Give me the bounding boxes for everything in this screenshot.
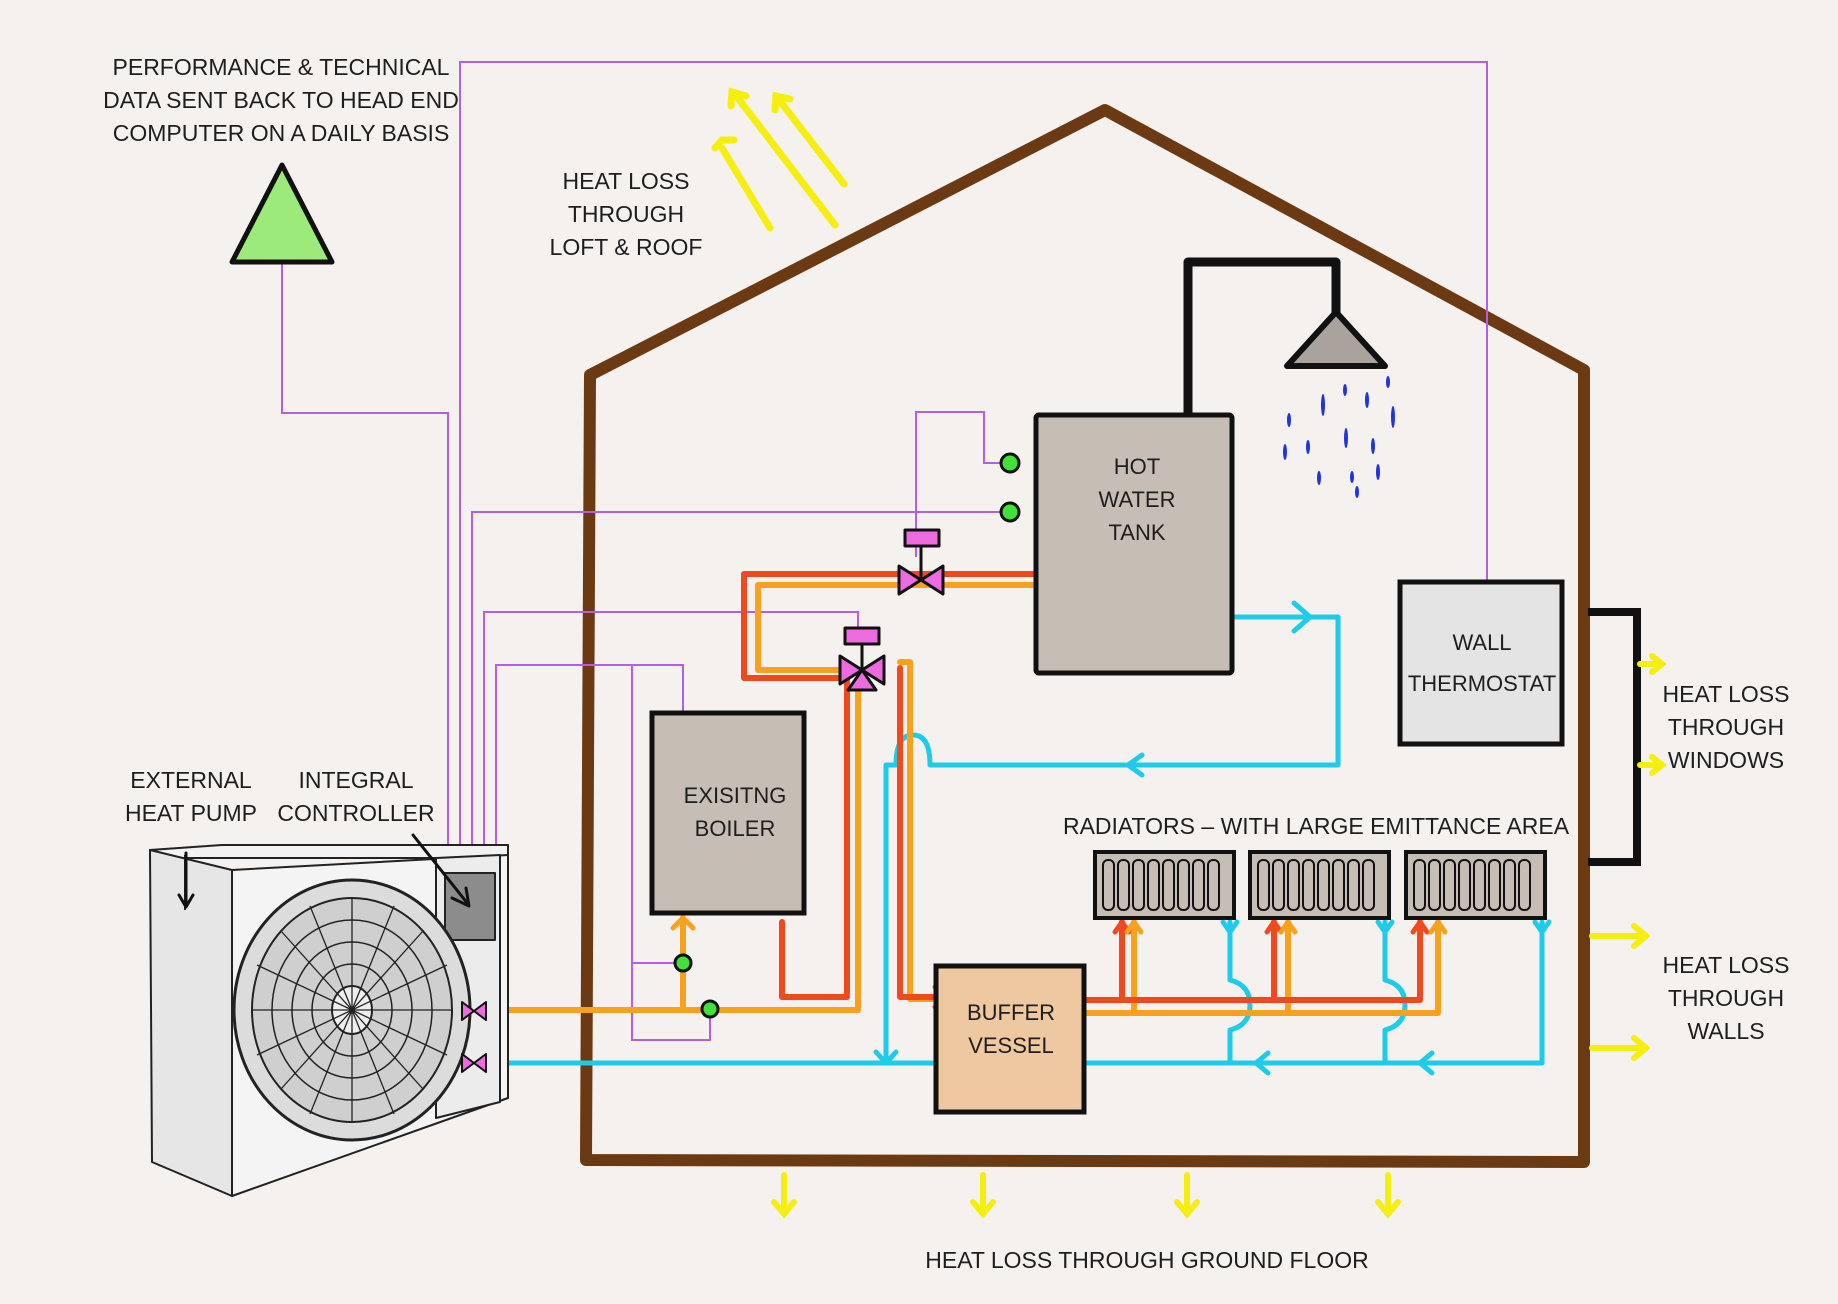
- external-heat-pump: [149, 844, 509, 1197]
- house-outline: [580, 104, 1590, 1168]
- thermostat-label-line-1: WALL: [1452, 630, 1511, 655]
- existing-boiler: [649, 710, 807, 916]
- control-wiring: [281, 61, 1488, 1041]
- heat-loss-roof-arrows: [711, 87, 848, 232]
- wall-thermostat: [1397, 579, 1565, 747]
- performance-label: PERFORMANCE & TECHNICAL DATA SENT BACK T…: [103, 54, 459, 146]
- performance-label-line-2: DATA SENT BACK TO HEAD END: [103, 87, 459, 113]
- performance-label-line-1: PERFORMANCE & TECHNICAL: [113, 54, 450, 80]
- external-heat-pump-label: EXTERNAL HEAT PUMP: [125, 767, 257, 826]
- windows-label-line-1: HEAT LOSS: [1663, 681, 1790, 707]
- flow-pipework: [443, 571, 1545, 1066]
- heat-pump-label-line-1: EXTERNAL: [130, 767, 252, 793]
- windows-label-line-3: WINDOWS: [1668, 747, 1784, 773]
- heat-loss-walls-label: HEAT LOSS THROUGH WALLS: [1663, 952, 1790, 1044]
- buffer-label-line-2: VESSEL: [968, 1033, 1054, 1058]
- heat-loss-arrows: [771, 653, 1667, 1219]
- heat-loss-windows-label: HEAT LOSS THROUGH WINDOWS: [1663, 681, 1790, 773]
- radiators-label: RADIATORS – WITH LARGE EMITTANCE AREA: [1063, 813, 1570, 839]
- fan-icon: [232, 878, 472, 1142]
- window-bracket: [1588, 608, 1641, 866]
- heat-loss-roof-line-3: LOFT & ROOF: [550, 234, 703, 260]
- tank-label-line-1: HOT: [1114, 454, 1160, 479]
- wall-thermostat-label: WALL THERMOSTAT: [1408, 630, 1556, 696]
- antenna-icon: [229, 162, 335, 265]
- heat-loss-floor-label: HEAT LOSS THROUGH GROUND FLOOR: [925, 1247, 1368, 1273]
- boiler-label-line-1: EXISITNG: [684, 783, 787, 808]
- sensor-icon: [999, 452, 1021, 523]
- tank-label-line-2: WATER: [1099, 487, 1176, 512]
- walls-label-line-2: THROUGH: [1668, 985, 1784, 1011]
- hot-water-tank-label: HOT WATER TANK: [1099, 454, 1176, 545]
- walls-label-line-3: WALLS: [1687, 1018, 1764, 1044]
- tank-label-line-3: TANK: [1108, 520, 1165, 545]
- valve-icon: [838, 528, 945, 692]
- pipe-sensor-icon: [673, 953, 720, 1019]
- windows-label-line-2: THROUGH: [1668, 714, 1784, 740]
- controller-label-line-1: INTEGRAL: [298, 767, 413, 793]
- boiler-label: EXISITNG BOILER: [684, 783, 787, 841]
- thermostat-label-line-2: THERMOSTAT: [1408, 671, 1556, 696]
- controller-label-line-2: CONTROLLER: [277, 800, 434, 826]
- shower-icon: [1183, 257, 1395, 498]
- buffer-vessel-label: BUFFER VESSEL: [967, 1000, 1055, 1058]
- heat-loss-roof-line-2: THROUGH: [568, 201, 684, 227]
- buffer-label-line-1: BUFFER: [967, 1000, 1055, 1025]
- heat-loss-roof-label: HEAT LOSS THROUGH LOFT & ROOF: [550, 168, 703, 260]
- heat-pump-label-line-2: HEAT PUMP: [125, 800, 257, 826]
- boiler-label-line-2: BOILER: [695, 816, 776, 841]
- hot-water-tank: [1033, 412, 1235, 676]
- pointer-arrows: [177, 833, 471, 909]
- integral-controller-label: INTEGRAL CONTROLLER: [277, 767, 434, 826]
- buffer-vessel: [933, 963, 1087, 1115]
- radiator-icon: [1093, 850, 1547, 920]
- performance-label-line-3: COMPUTER ON A DAILY BASIS: [113, 120, 450, 146]
- heat-loss-roof-line-1: HEAT LOSS: [563, 168, 690, 194]
- walls-label-line-1: HEAT LOSS: [1663, 952, 1790, 978]
